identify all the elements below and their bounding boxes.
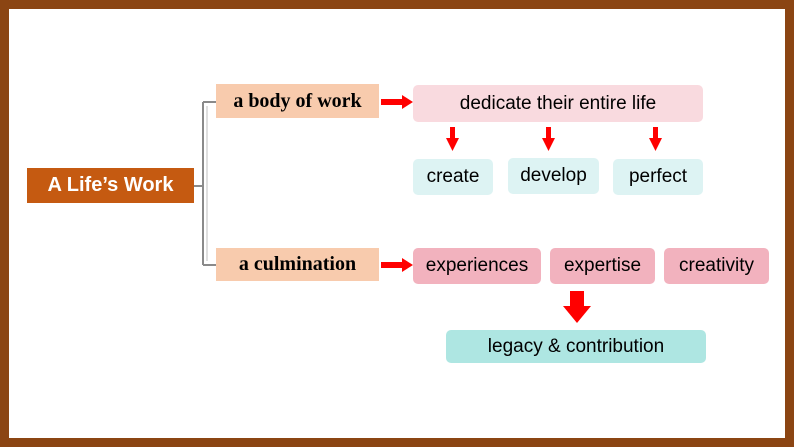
branch-label: a culmination — [238, 253, 357, 275]
branch-culmination: a culmination — [216, 248, 379, 281]
branch-label: a body of work — [233, 89, 362, 112]
experiences-box: experiences — [413, 248, 541, 284]
branch-body-of-work: a body of work — [216, 84, 379, 118]
create-box: create — [413, 159, 493, 195]
legacy-label: legacy & contribution — [487, 335, 665, 357]
experiences-label: experiences — [425, 255, 529, 276]
develop-box: develop — [508, 158, 599, 194]
bracket-connector — [194, 101, 216, 266]
creativity-box: creativity — [664, 248, 769, 284]
arrow-down-icon — [649, 127, 662, 151]
root-node: A Life’s Work — [27, 168, 194, 203]
arrow-right-icon — [381, 258, 413, 272]
arrow-down-icon — [542, 127, 555, 151]
create-label: create — [426, 166, 480, 187]
develop-label: develop — [520, 165, 587, 186]
perfect-label: perfect — [628, 166, 688, 187]
dedicate-label: dedicate their entire life — [459, 92, 657, 114]
arrow-down-icon — [446, 127, 459, 151]
legacy-box: legacy & contribution — [446, 330, 706, 363]
perfect-box: perfect — [613, 159, 703, 195]
creativity-label: creativity — [679, 255, 754, 276]
expertise-box: expertise — [550, 248, 655, 284]
arrow-down-large-icon — [563, 291, 591, 323]
root-label: A Life’s Work — [47, 174, 174, 196]
dedicate-box: dedicate their entire life — [413, 85, 703, 122]
expertise-label: expertise — [563, 255, 642, 276]
arrow-right-icon — [381, 95, 413, 109]
